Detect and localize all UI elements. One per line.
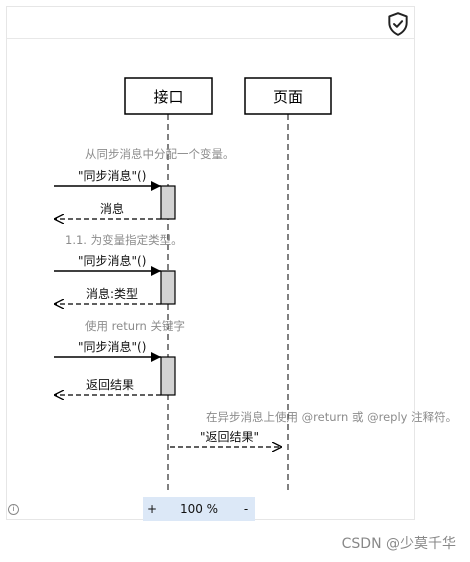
info-icon[interactable]: i [8, 504, 19, 515]
participant-page-label: 页面 [273, 88, 303, 106]
message-label: "返回结果" [200, 430, 259, 444]
message-label: "同步消息"() [78, 339, 146, 354]
note-variable-type: 1.1. 为变量指定类型。 [65, 233, 183, 247]
shield-check-icon[interactable] [385, 11, 411, 37]
message-label: 返回结果 [86, 378, 134, 392]
zoom-level: 100 % [179, 502, 219, 516]
note-assign-variable: 从同步消息中分配一个变量。 [85, 147, 235, 161]
zoom-in-button[interactable]: + [146, 502, 158, 516]
zoom-out-button[interactable]: - [243, 502, 249, 516]
zoom-control: + 100 % - [143, 497, 255, 521]
participant-page[interactable]: 页面 [244, 77, 332, 115]
message-label: 消息 [100, 201, 124, 216]
message-label: "同步消息"() [78, 253, 146, 268]
note-async-reply: 在异步消息上使用 @return 或 @reply 注释符。 [206, 410, 457, 424]
participant-interface-label: 接口 [153, 88, 183, 106]
activation-bar [160, 185, 176, 220]
activation-bar [160, 270, 176, 305]
message-label: 消息:类型 [86, 286, 138, 301]
top-toolbar [7, 7, 414, 39]
watermark: CSDN @少莫千华 [341, 536, 456, 552]
note-return-keyword: 使用 return 关键字 [85, 319, 185, 333]
participant-interface[interactable]: 接口 [124, 77, 213, 115]
activation-bar [160, 356, 176, 396]
message-label: "同步消息"() [78, 168, 146, 183]
